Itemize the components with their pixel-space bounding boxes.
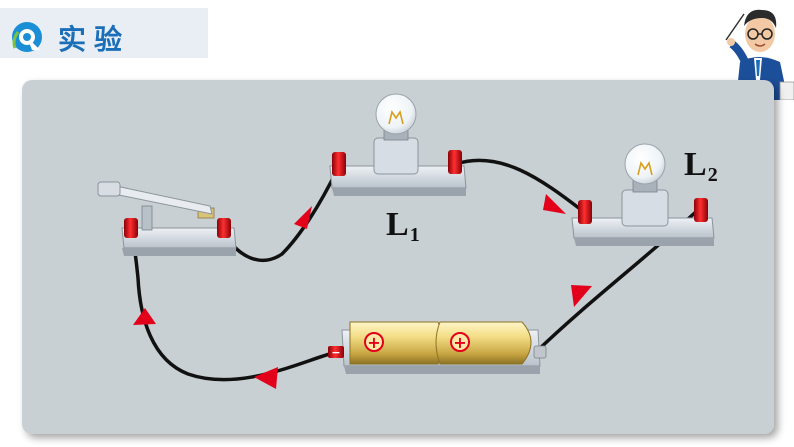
teacher-avatar — [725, 9, 794, 100]
knife-switch — [97, 181, 237, 256]
lamp1-label: L1 — [386, 206, 420, 246]
diagram-panel — [22, 80, 774, 434]
lamp-2 — [571, 143, 715, 246]
lamp-1 — [329, 93, 467, 196]
wire-lamp1-to-lamp2 — [455, 158, 586, 214]
current-arrow — [543, 194, 566, 214]
current-arrow — [571, 285, 592, 307]
battery-minus-sign: − — [331, 346, 340, 359]
brand-logo-icon — [12, 22, 42, 52]
wire-switch-to-lamp1 — [222, 169, 339, 263]
current-arrow — [133, 308, 156, 325]
wire-battery-to-switch — [130, 231, 334, 382]
lamp2-label: L2 — [684, 146, 718, 186]
battery-plus-sign-1: + — [367, 333, 380, 352]
battery-pack — [328, 321, 547, 374]
battery-plus-sign-2: + — [453, 333, 466, 352]
current-arrow — [294, 206, 312, 229]
page-title: 实验 — [58, 23, 131, 56]
current-arrow — [254, 367, 278, 389]
